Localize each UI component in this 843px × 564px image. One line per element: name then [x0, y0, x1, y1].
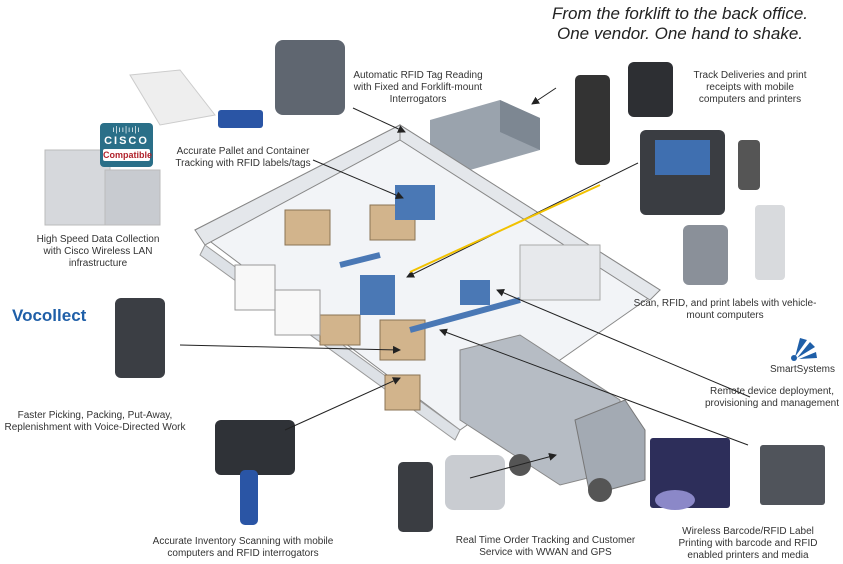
label-media — [655, 490, 695, 510]
scanner — [738, 140, 760, 190]
callout-line: Printing with barcode and RFID — [678, 538, 818, 549]
callout-line: Track Deliveries and print — [693, 70, 807, 81]
callout-line: Compatible — [103, 149, 153, 161]
callout-line: CISCO — [104, 135, 149, 147]
mobile-printer — [628, 62, 673, 117]
rfid-reader-device — [275, 40, 345, 115]
callout-line: provisioning and management — [705, 398, 839, 409]
mobile-computer — [575, 75, 610, 165]
callout-line: Service with WWAN and GPS — [479, 547, 612, 558]
handheld-rfid-scanner — [215, 420, 295, 475]
callout-line: mount computers — [686, 310, 764, 321]
smartsystems-label: SmartSystems — [770, 364, 836, 375]
callout-arrows — [179, 87, 751, 479]
mobile-printer — [683, 225, 728, 285]
rfid-tag — [218, 110, 263, 128]
callout-line: Scan, RFID, and print labels with vehicl… — [633, 298, 817, 309]
callout-line: Tracking with RFID labels/tags — [175, 158, 311, 169]
callout-line: Automatic RFID Tag Reading — [353, 70, 483, 81]
mobile-printer — [755, 205, 785, 280]
voice-headset-computer — [115, 298, 165, 378]
callout-line: with Cisco Wireless LAN — [43, 246, 153, 257]
smartsystems-logo-icon — [791, 338, 817, 361]
vocollect-logo: Vocollect — [12, 306, 87, 325]
callout-line: High Speed Data Collection — [36, 234, 160, 245]
callout-remote-management: Remote device deployment,provisioning an… — [697, 386, 843, 410]
callout-line: Real Time Order Tracking and Customer — [455, 535, 636, 546]
callout-line: computers and printers — [698, 94, 802, 105]
callout-line: Interrogators — [389, 94, 447, 105]
mobile-printer — [445, 455, 505, 510]
rfid-labels — [129, 69, 216, 126]
callout-line: Remote device deployment, — [710, 386, 834, 397]
callout-line: enabled printers and media — [687, 550, 809, 561]
callout-voice-picking: Faster Picking, Packing, Put-Away,Replen… — [0, 410, 190, 434]
wireless-access-point — [44, 149, 111, 226]
callout-line: receipts with mobile — [706, 82, 794, 93]
callout-line: Replenishment with Voice-Directed Work — [4, 422, 186, 433]
label-printer — [760, 445, 825, 505]
delivery-truck-top — [430, 100, 540, 170]
callout-line: Faster Picking, Packing, Put-Away, — [17, 410, 173, 421]
callout-line: Wireless Barcode/RFID Label — [682, 526, 814, 537]
mobile-computer — [398, 462, 433, 532]
callout-line: infrastructure — [68, 258, 128, 269]
callout-line: One vendor. One hand to shake. — [556, 24, 804, 43]
wireless-access-point — [104, 169, 161, 226]
callout-vehicle-mount: Scan, RFID, and print labels with vehicl… — [625, 298, 825, 322]
callout-line: computers and RFID interrogators — [167, 548, 319, 559]
headline: From the forklift to the back office. On… — [540, 4, 820, 44]
cisco-compatible-logo: ı|ıı|ıı|ı CISCO Compatible — [100, 123, 153, 167]
callout-line: with Fixed and Forklift-mount — [353, 82, 483, 93]
callout-line: Accurate Pallet and Container — [176, 146, 310, 157]
callout-line: Accurate Inventory Scanning with mobile — [152, 536, 334, 547]
truck — [459, 334, 646, 502]
callout-line: From the forklift to the back office. — [551, 4, 809, 23]
